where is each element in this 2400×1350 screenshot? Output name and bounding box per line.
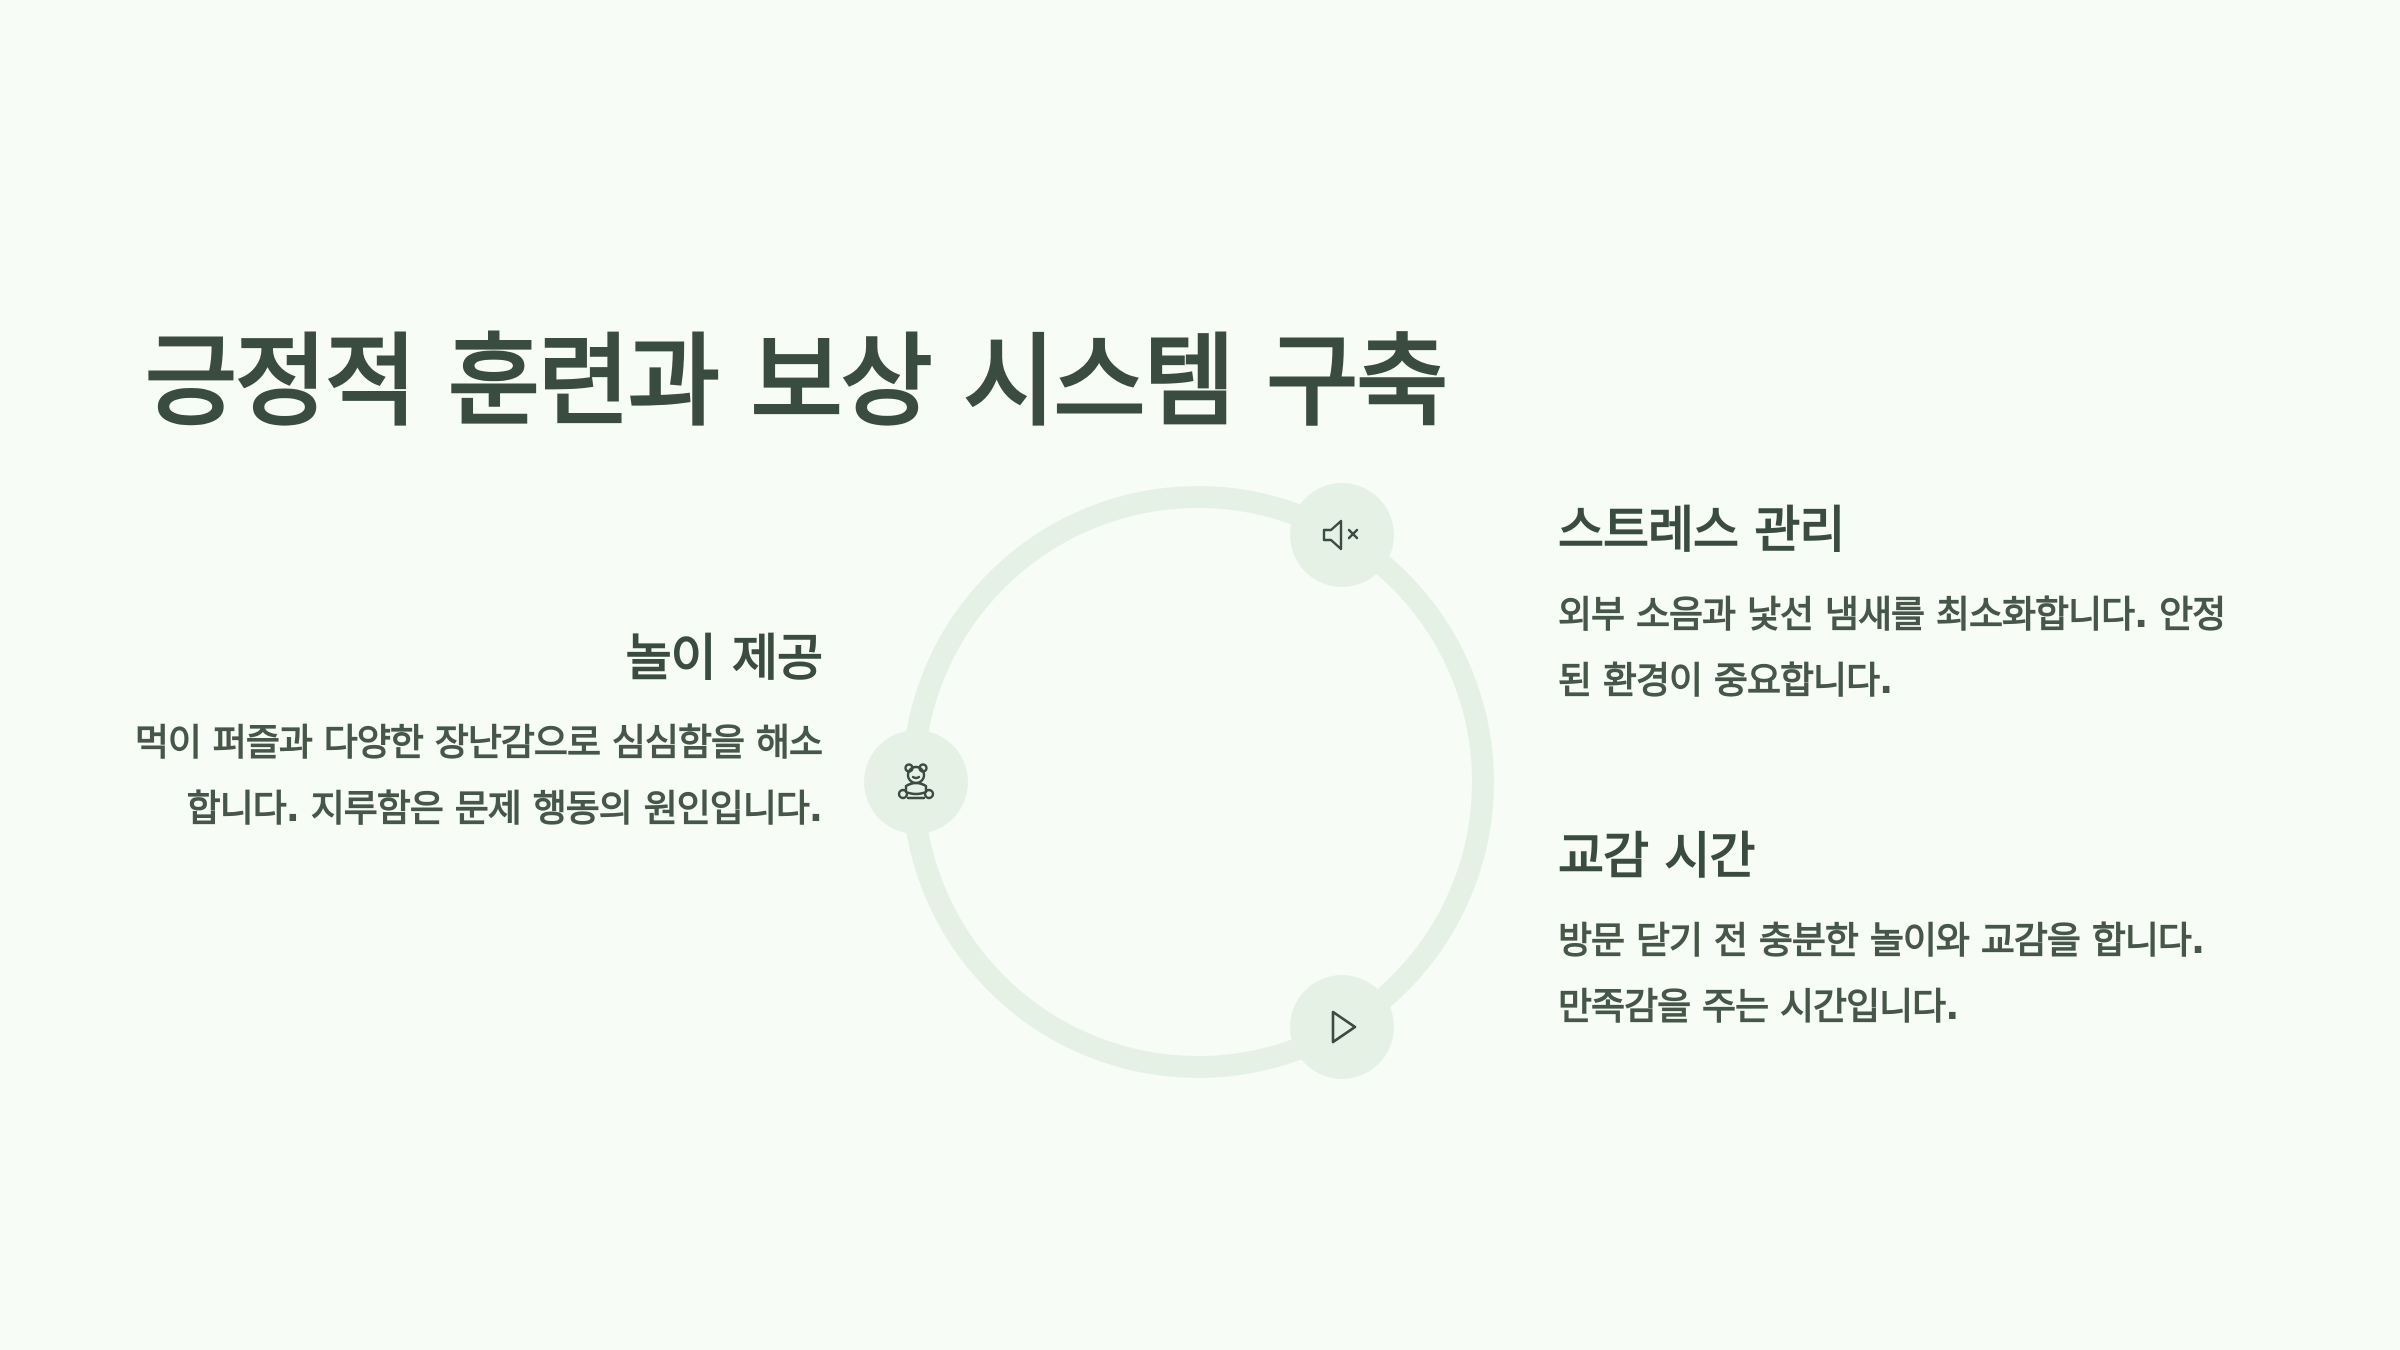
- play-icon: [1331, 1010, 1357, 1044]
- page-title: 긍정적 훈련과 보상 시스템 구축: [145, 323, 1448, 440]
- item-bonding-heading: 교감 시간: [1558, 827, 1755, 885]
- cycle-ring: [902, 486, 1494, 1078]
- node-play: [864, 730, 968, 834]
- item-bonding: 교감 시간 방문 닫기 전 충분한 놀이와 교감을 합니다. 만족감을 주는 시…: [1558, 826, 2238, 1040]
- item-stress-heading: 스트레스 관리: [1558, 501, 1845, 559]
- item-play: 놀이 제공 먹이 퍼즐과 다양한 장난감으로 심심함을 해소합니다. 지루함은 …: [122, 628, 823, 842]
- item-play-body: 먹이 퍼즐과 다양한 장난감으로 심심함을 해소합니다. 지루함은 문제 행동의…: [134, 721, 823, 830]
- item-bonding-body: 방문 닫기 전 충분한 놀이와 교감을 합니다. 만족감을 주는 시간입니다.: [1558, 919, 2205, 1028]
- item-stress-body: 외부 소음과 낯선 냄새를 최소화합니다. 안정된 환경이 중요합니다.: [1558, 593, 2226, 702]
- teddy-bear-icon: [897, 763, 935, 800]
- speaker-muted-icon: [1322, 519, 1359, 551]
- node-bonding: [1290, 975, 1394, 1079]
- item-stress: 스트레스 관리 외부 소음과 낯선 냄새를 최소화합니다. 안정된 환경이 중요…: [1558, 500, 2238, 714]
- item-play-heading: 놀이 제공: [625, 629, 823, 687]
- node-stress: [1290, 483, 1394, 587]
